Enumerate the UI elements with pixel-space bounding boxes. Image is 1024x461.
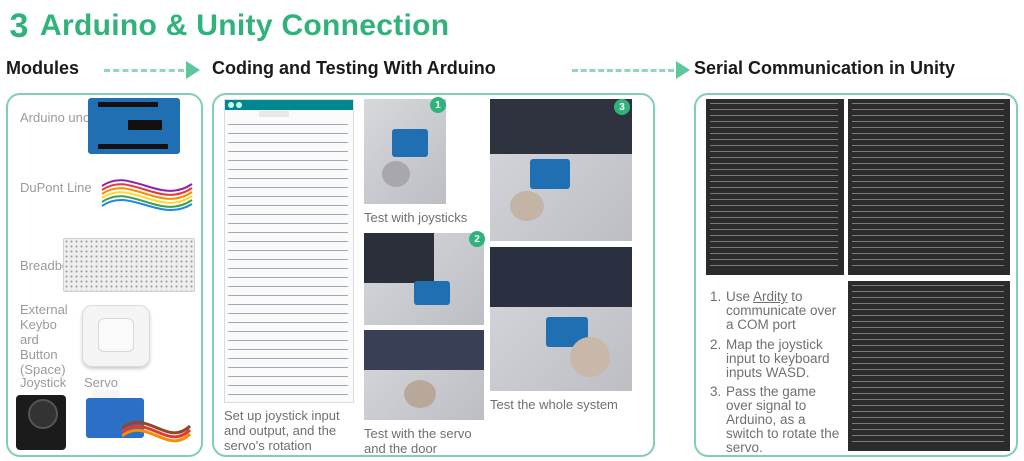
photo-servo-door-test [364, 330, 484, 420]
caption-whole: Test the whole system [490, 397, 618, 412]
badge-2: 2 [469, 231, 485, 247]
coding-panel [212, 93, 655, 457]
label-joystick: Joystick [20, 375, 67, 390]
section-serial: Serial Communication in Unity [694, 58, 956, 78]
serial-step-2: 2. Map the joystick input to keyboard in… [710, 337, 830, 380]
modules-panel [6, 93, 203, 457]
serial-panel [694, 93, 1018, 457]
ardity-link[interactable]: Ardity [753, 289, 788, 304]
dupont-wires-image [101, 179, 193, 211]
joystick-image [16, 395, 66, 450]
page-title: 3 Arduino & Unity Connection [0, 6, 450, 46]
label-dupont: DuPont Line [20, 180, 92, 195]
unity-code-screenshot-3 [848, 281, 1010, 451]
section-modules: Modules [6, 58, 80, 78]
arduino-board-image [88, 98, 180, 154]
section-coding: Coding and Testing With Arduino [212, 58, 496, 78]
serial-step-1: 1. Use Ardity to communicate over a COM … [710, 289, 837, 332]
arrow-dash-2 [572, 69, 674, 72]
photo-servo-test [364, 233, 484, 325]
unity-code-screenshot-2 [848, 99, 1010, 275]
servo-cable-image [122, 420, 192, 443]
label-keyboard: External Keybo ard Button (Space) [20, 302, 68, 377]
arrow-head-1 [186, 61, 200, 79]
badge-3: 3 [614, 99, 630, 115]
arrow-dash-1 [104, 69, 184, 72]
breadboard-image [63, 238, 195, 292]
title-text: Arduino & Unity Connection [40, 9, 450, 42]
label-arduino: Arduino uno [20, 110, 91, 125]
caption-joysticks: Test with joysticks [364, 210, 468, 225]
photo-joystick-test [364, 99, 446, 204]
photo-whole-system-2 [490, 247, 632, 391]
serial-step-3: 3. Pass the game over signal to Arduino,… [710, 384, 840, 455]
badge-1: 1 [430, 97, 446, 113]
unity-code-screenshot-1 [706, 99, 844, 275]
arrow-head-2 [676, 61, 690, 79]
caption-servo-door: Test with the servo and the door [364, 426, 472, 456]
caption-code: Set up joystick input and output, and th… [224, 408, 340, 453]
photo-whole-system-1 [490, 99, 632, 241]
keyboard-button-image [82, 305, 150, 367]
section-number: 3 [9, 6, 29, 45]
arduino-ide-screenshot [224, 99, 354, 403]
label-servo: Servo [84, 375, 118, 390]
